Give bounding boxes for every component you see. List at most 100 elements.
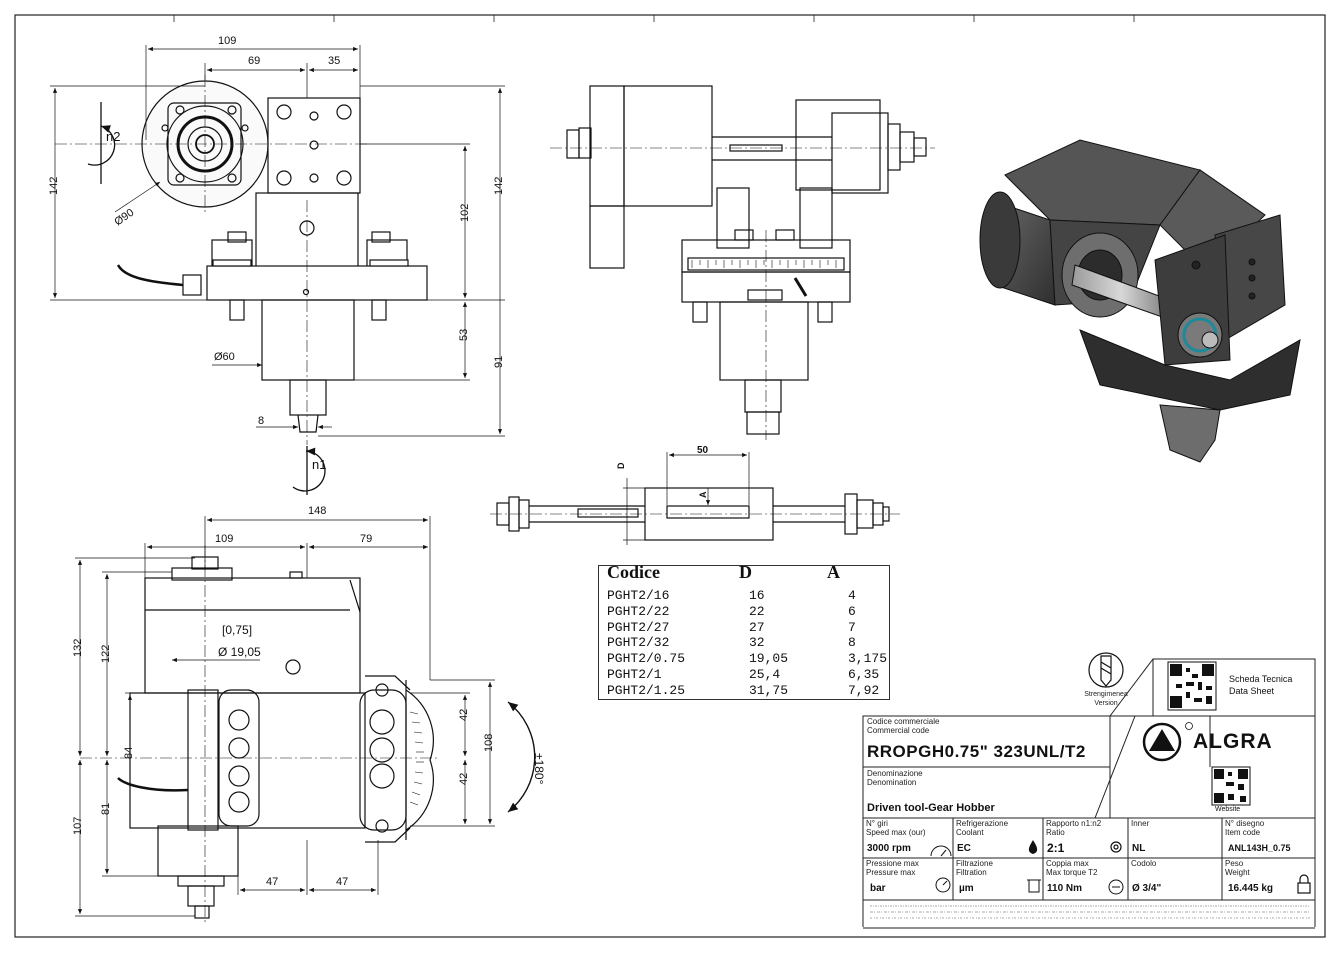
gear-icon	[1110, 841, 1122, 853]
dim-109-top: 109	[218, 35, 236, 47]
max-torque-label: Max torque T2	[1046, 868, 1098, 877]
title-block-grid	[862, 658, 1316, 929]
ratio-label: Ratio	[1046, 828, 1065, 837]
fine-print-strip	[870, 905, 1310, 919]
scale-ticks-top	[691, 260, 837, 268]
top-left-dimensions	[50, 45, 505, 437]
pressure-gauge-icon	[935, 877, 951, 893]
header-A: A	[827, 562, 840, 582]
peso-label: Peso	[1225, 859, 1244, 868]
d-cell: 27	[749, 619, 765, 635]
frame-ticks	[173, 15, 1135, 22]
dim-42b: 42	[458, 773, 470, 785]
d-cell: 25,4	[749, 667, 781, 682]
dim-A: A	[698, 491, 708, 498]
item-code-label: Item code	[1225, 828, 1261, 837]
scale-ticks-bottom	[409, 711, 424, 806]
coolant-label: Coolant	[956, 828, 984, 837]
lock-icon	[1297, 874, 1311, 894]
dim-53: 53	[458, 329, 470, 341]
dim-107: 107	[72, 817, 84, 835]
filtration-value: µm	[959, 883, 974, 894]
coppia-label: Coppia max	[1046, 859, 1089, 868]
speed-gauge-icon	[930, 845, 952, 857]
dim-109-bottom: 109	[215, 533, 233, 545]
rapporto-label: Rapporto n1:n2	[1046, 819, 1102, 828]
a-cell: 8	[848, 635, 856, 651]
item-code-value: ANL143H_0.75	[1228, 843, 1291, 853]
dim-rot: ±180°	[532, 753, 546, 785]
qr-code-website	[1211, 766, 1251, 806]
bottom-left-centerlines	[80, 545, 440, 925]
dim-102: 102	[459, 204, 471, 222]
pressure-max-label: Pressure max	[866, 868, 916, 877]
a-cell: 7	[848, 619, 856, 635]
filtration-label: Filtration	[956, 868, 987, 877]
top-left-view	[116, 80, 428, 433]
version-label: Version	[1094, 700, 1118, 707]
ratio-value: 2:1	[1047, 841, 1065, 855]
dim-d90: Ø90	[112, 207, 136, 229]
dim-50: 50	[697, 445, 709, 456]
bottom-left-dimensions	[75, 516, 536, 917]
pressure-value: bar	[870, 883, 886, 894]
code-cell: PGHT2/22	[607, 603, 670, 619]
label-n2: n2	[106, 129, 120, 144]
weight-value: 16.445 kg	[1228, 883, 1274, 894]
a-cell: 6,35	[848, 667, 880, 682]
refrigerazione-label: Refrigerazione	[956, 819, 1009, 828]
dim-35: 35	[328, 55, 340, 67]
code-cell: PGHT2/16	[607, 588, 670, 603]
header-D: D	[739, 562, 752, 582]
dim-132: 132	[72, 639, 84, 657]
codolo-label: Codolo	[1131, 859, 1157, 868]
dim-108: 108	[483, 734, 495, 752]
dim-D: D	[616, 462, 626, 469]
top-middle-centerline	[550, 147, 935, 440]
dim-tol: [0,75]	[222, 623, 252, 637]
data-sheet-label: Data Sheet	[1229, 686, 1275, 696]
dim-47b: 47	[336, 876, 348, 888]
top-left-centerlines	[55, 75, 370, 445]
arbor-dimensions	[623, 452, 750, 545]
drill-tool-icon	[1088, 652, 1124, 688]
d-cell: 19,05	[749, 651, 789, 667]
top-middle-view	[566, 85, 927, 435]
a-cell: 7,92	[848, 682, 880, 698]
d-cell: 16	[749, 588, 765, 603]
dim-42a: 42	[458, 709, 470, 721]
d-cell: 32	[749, 635, 765, 651]
speed-value: 3000 rpm	[867, 843, 911, 854]
inner-value: NL	[1132, 843, 1146, 854]
coolant-drop-icon	[1028, 840, 1038, 854]
dim-69: 69	[248, 55, 260, 67]
code-cell: PGHT2/0.75	[607, 651, 686, 667]
dim-122: 122	[100, 645, 112, 663]
dim-d1905: Ø 19,05	[218, 645, 261, 659]
bottom-left-view	[117, 556, 434, 919]
a-cell: 3,175	[848, 651, 888, 667]
inner-label: Inner	[1131, 819, 1150, 828]
algra-logo-mark	[1142, 722, 1193, 762]
outer-frame	[14, 14, 1326, 938]
code-cell: PGHT2/32	[607, 635, 670, 651]
dim-91: 91	[493, 356, 505, 368]
dim-79: 79	[360, 533, 372, 545]
header-codice: Codice	[607, 562, 660, 582]
d-cell: 22	[749, 603, 765, 619]
dim-81: 81	[100, 803, 112, 815]
giri-label: N° giri	[866, 819, 888, 828]
dim-8: 8	[258, 415, 264, 427]
a-cell: 6	[848, 603, 856, 619]
qr-code-datasheet	[1167, 661, 1217, 711]
code-cell: PGHT2/1	[607, 667, 662, 682]
label-n1: n1	[312, 457, 326, 472]
code-cell: PGHT2/27	[607, 619, 670, 635]
pressione-label: Pressione max	[866, 859, 919, 868]
denomination-label: Denomination	[867, 778, 917, 787]
dim-142-right: 142	[493, 177, 505, 195]
shank-value: Ø 3/4"	[1132, 883, 1162, 894]
codice-commerciale-label: Codice commerciale	[867, 717, 940, 726]
